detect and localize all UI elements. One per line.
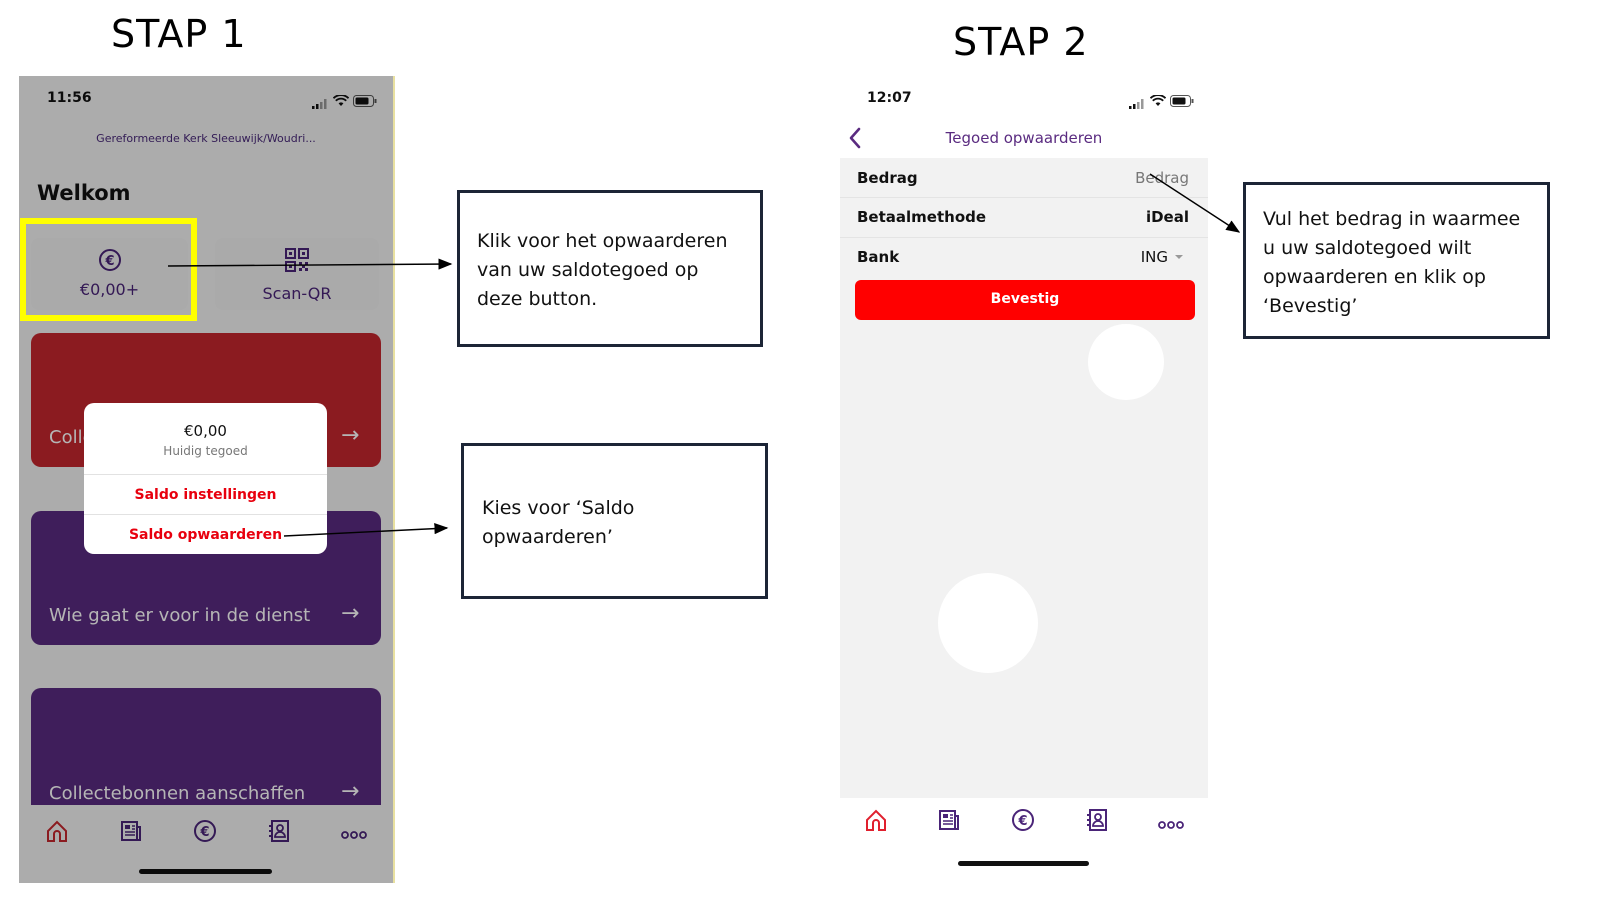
row-divider: [840, 237, 1208, 238]
step-2-title: STAP 2: [953, 20, 1089, 64]
amount-input[interactable]: Bedrag: [1135, 169, 1189, 187]
confirm-button[interactable]: Bevestig: [855, 280, 1195, 320]
news-icon[interactable]: [937, 808, 961, 836]
status-time: 12:07: [867, 90, 912, 106]
decor-circle: [938, 573, 1038, 673]
amount-row[interactable]: Bedrag Bedrag: [840, 158, 1208, 197]
qr-code-icon: [285, 248, 309, 272]
arrow-right-icon: →: [341, 601, 360, 626]
confirm-button-label: Bevestig: [990, 291, 1060, 307]
highlight-frame: [20, 218, 197, 321]
popup-amount-caption: Huidig tegoed: [163, 444, 248, 458]
more-icon[interactable]: [1158, 815, 1184, 834]
amount-label: Bedrag: [857, 169, 918, 187]
header-title: Tegoed opwaarderen: [945, 129, 1103, 147]
svg-text:€: €: [104, 254, 114, 269]
step-1-title: STAP 1: [111, 12, 247, 56]
contacts-icon[interactable]: [1085, 808, 1109, 836]
arrow-to-callout-1: [167, 258, 453, 270]
contacts-icon[interactable]: [267, 819, 291, 847]
wifi-icon: [332, 92, 350, 106]
church-name: Gereformeerde Kerk Sleeuwijk/Woudri...: [96, 132, 316, 145]
saldo-instellingen-option[interactable]: Saldo instellingen: [134, 487, 277, 503]
svg-text:€: €: [1017, 814, 1027, 829]
more-icon[interactable]: [341, 825, 367, 844]
collectebonnen-card[interactable]: Collectebonnen aanschaffen →: [31, 688, 381, 822]
signal-icon: [1129, 94, 1145, 109]
dropdown-caret-icon: [1175, 255, 1183, 259]
dienst-card-label: Wie gaat er voor in de dienst: [49, 605, 311, 626]
arrow-right-icon: →: [341, 779, 360, 804]
saldo-opwaarderen-option[interactable]: Saldo opwaarderen: [128, 527, 283, 543]
bank-label: Bank: [857, 248, 900, 266]
battery-icon: [353, 92, 377, 107]
svg-text:€: €: [199, 825, 209, 840]
callout-step1-menu-text: Kies voor ‘Saldo opwaarderen’: [482, 497, 635, 548]
euro-icon[interactable]: €: [1011, 808, 1035, 836]
home-indicator: [958, 861, 1089, 866]
scan-qr-label: Scan-QR: [262, 284, 332, 303]
chevron-left-icon: [849, 127, 861, 149]
popup-amount: €0,00: [184, 422, 227, 440]
payment-method-value: iDeal: [1145, 208, 1189, 226]
euro-icon: €: [98, 248, 122, 272]
arrow-right-icon: →: [341, 423, 360, 448]
form-background: [840, 158, 1208, 798]
bank-select-value[interactable]: ING: [1140, 248, 1168, 266]
arrow-to-amount-field: [1149, 173, 1241, 233]
wifi-icon: [1149, 92, 1167, 106]
signal-icon: [312, 94, 328, 109]
church-icon[interactable]: [864, 808, 888, 836]
payment-method-label: Betaalmethode: [857, 208, 987, 226]
balance-popup: €0,00 Huidig tegoed Saldo instellingen S…: [84, 403, 327, 554]
decor-circle: [1088, 324, 1164, 400]
news-icon[interactable]: [119, 819, 143, 847]
bank-row[interactable]: Bank ING: [840, 238, 1208, 277]
church-icon[interactable]: [45, 819, 69, 847]
callout-step1-button-text: Klik voor het opwaarderen van uw saldote…: [477, 230, 728, 310]
phone-screen-step-1: 11:56 Gereformeerde Kerk Sleeuwijk/Woudr…: [19, 76, 395, 883]
tab-bar: €: [840, 798, 1208, 878]
callout-step2-amount: Vul het bedrag in waarmee u uw saldotego…: [1243, 182, 1550, 339]
callout-step1-menu: Kies voor ‘Saldo opwaarderen’: [461, 443, 768, 599]
euro-icon[interactable]: €: [193, 819, 217, 847]
battery-icon: [1170, 92, 1194, 107]
popup-divider: [84, 474, 327, 475]
scan-qr-button[interactable]: Scan-QR: [215, 238, 379, 310]
welcome-heading: Welkom: [37, 181, 131, 205]
phone-screen-step-2: 12:07 Tegoed opwaarderen Bedrag Bedrag B…: [840, 78, 1210, 878]
balance-button[interactable]: € €0,00+: [31, 238, 188, 310]
popup-divider: [84, 514, 327, 515]
balance-label: €0,00+: [79, 280, 140, 299]
tab-bar: €: [19, 805, 393, 883]
row-divider: [840, 197, 1208, 198]
callout-step1-button: Klik voor het opwaarderen van uw saldote…: [457, 190, 763, 347]
payment-method-row[interactable]: Betaalmethode iDeal: [840, 198, 1208, 237]
arrow-to-callout-2: [283, 523, 449, 537]
callout-step2-amount-text: Vul het bedrag in waarmee u uw saldotego…: [1263, 208, 1521, 317]
collectebonnen-card-label: Collectebonnen aanschaffen: [49, 783, 306, 804]
status-time: 11:56: [47, 90, 92, 106]
back-button[interactable]: [848, 127, 862, 153]
home-indicator: [139, 869, 272, 874]
collecte-card-label: Colle: [49, 427, 94, 448]
